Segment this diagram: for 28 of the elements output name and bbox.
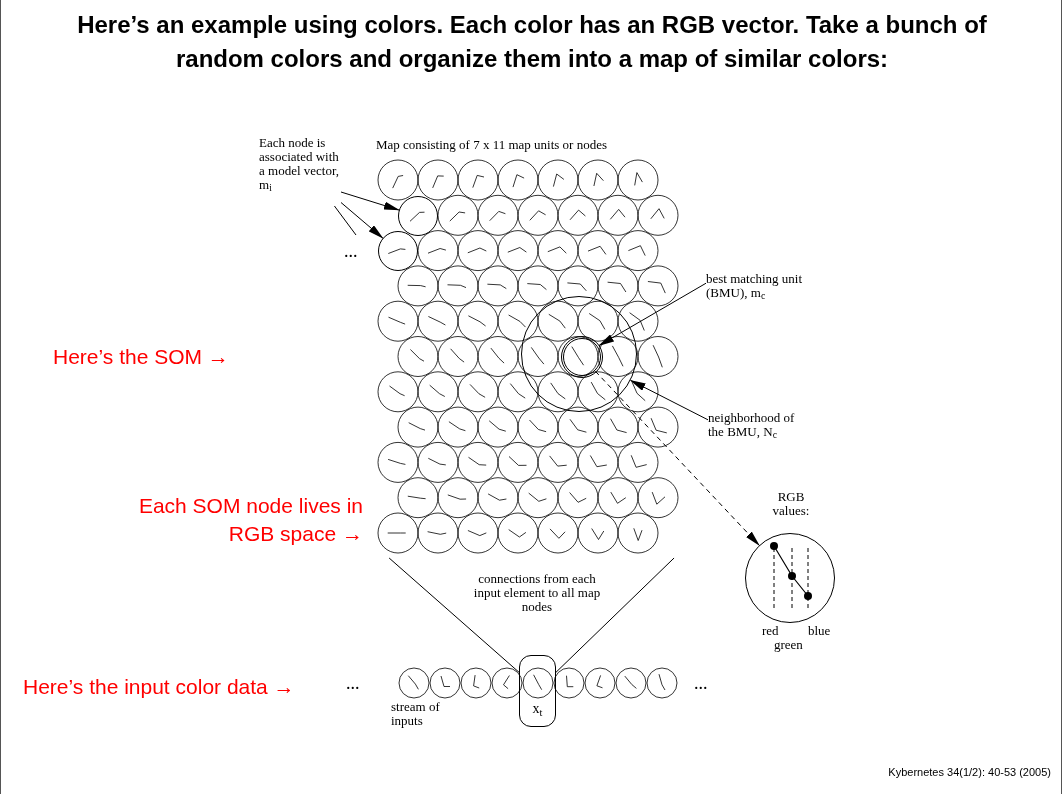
axis-label: green (774, 638, 803, 652)
slide-title: Here’s an example using colors. Each color has an RGB vector. Take a bunch of random colors and organize them into a map of similar colors: (76, 10, 988, 74)
annotation-text: Each node is associated with a model vector, m$_{i}$ (259, 136, 341, 206)
annotation-text: neighborhood of the BMU, N$_{c}$ (708, 411, 808, 445)
input-label: x$_{t}$ (531, 700, 544, 719)
axis-label: red (762, 624, 779, 638)
citation-text: Kybernetes 34(1/2): 40-53 (2005) (887, 765, 1051, 780)
arrow (598, 282, 707, 346)
arrow (340, 202, 384, 239)
map-heading: Map consisting of 7 x 11 map units or nodes (376, 136, 607, 154)
connector-line (388, 557, 520, 673)
axis-label: blue (808, 624, 831, 638)
connection-label: connections from each input element to all map nodes (473, 572, 601, 614)
connector-line (555, 557, 675, 673)
arrow (594, 370, 760, 546)
ellipsis: ... (344, 240, 358, 263)
stream-label: stream of inputs (391, 700, 441, 728)
note-text: Here’s the input color data → (23, 674, 295, 700)
connector-line (333, 205, 357, 236)
note-text: Here’s the SOM → (53, 344, 229, 370)
annotation-text: best matching unit (BMU), m$_{c}$ (706, 272, 806, 306)
arrow (629, 379, 709, 421)
ellipsis: ... (694, 672, 708, 695)
arrow (340, 191, 400, 211)
note-text: Each SOM node lives in RGB space → (137, 493, 363, 547)
rgb-heading: RGB values: (771, 490, 811, 518)
input-box (519, 655, 556, 727)
ellipsis: ... (346, 672, 360, 695)
